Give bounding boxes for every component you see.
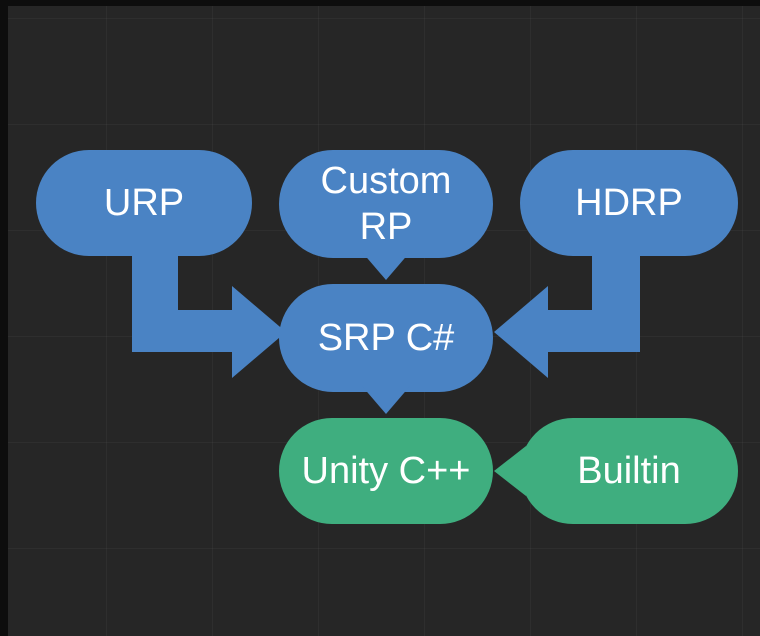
- unity-label: Unity C++: [301, 450, 471, 492]
- custom-rp-node: [279, 150, 493, 258]
- custom-rp-label-line1: Custom: [320, 160, 452, 202]
- builtin-pointer: [494, 446, 526, 496]
- custom-rp-pointer: [362, 252, 410, 280]
- urp-connector-arrow: [132, 246, 286, 378]
- left-border: [0, 0, 8, 636]
- urp-label: URP: [103, 182, 185, 224]
- urp-node: [36, 150, 252, 256]
- srp-pointer: [362, 386, 410, 414]
- hdrp-label: HDRP: [575, 182, 683, 224]
- top-border: [0, 0, 760, 6]
- hdrp-connector-arrow: [494, 246, 640, 378]
- srp-node: [279, 284, 493, 392]
- builtin-node: [520, 418, 738, 524]
- builtin-label: Builtin: [577, 450, 681, 492]
- unity-node: [279, 418, 493, 524]
- custom-rp-label: Custom RP: [279, 152, 493, 256]
- hdrp-node: [520, 150, 738, 256]
- custom-rp-label-line2: RP: [359, 206, 413, 248]
- srp-label: SRP C#: [317, 317, 455, 359]
